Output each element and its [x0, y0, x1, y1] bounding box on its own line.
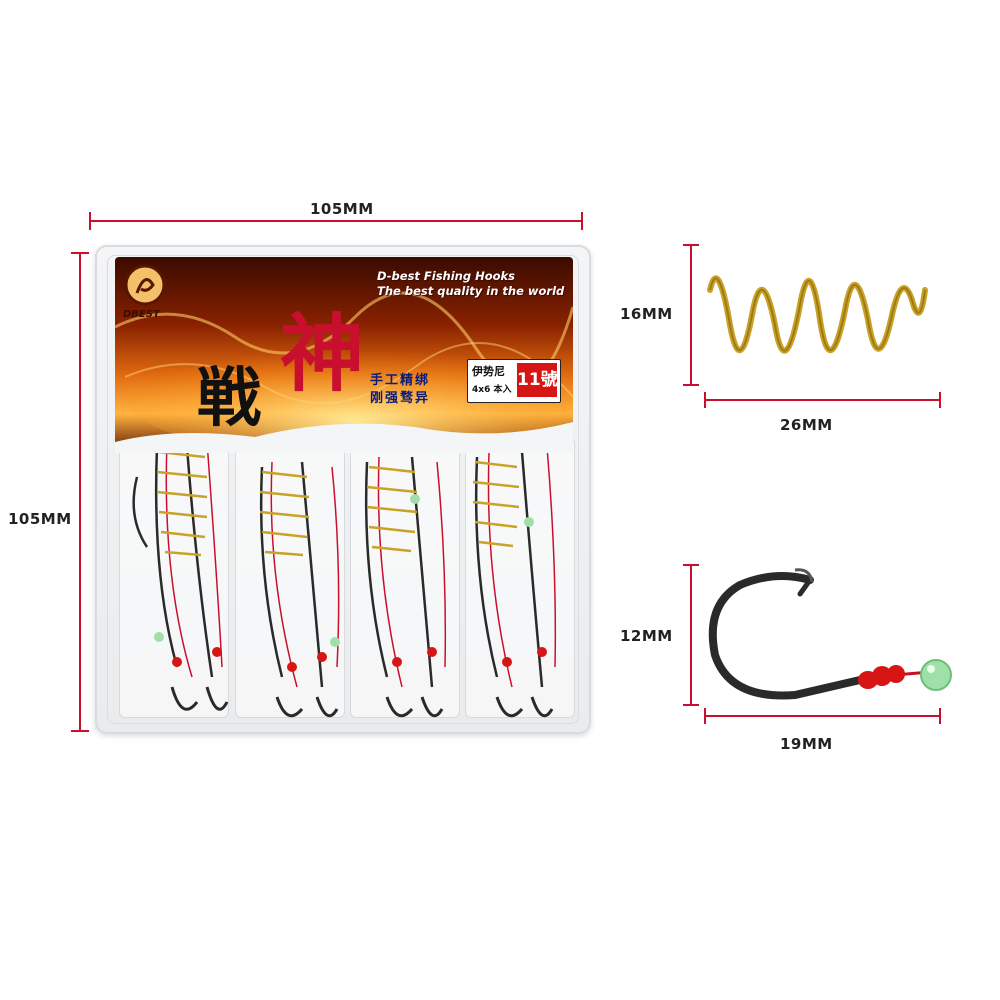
hook-width-tick-right [939, 708, 941, 724]
spring-height-tick-bottom [683, 384, 699, 386]
bait-spring-image [707, 275, 928, 354]
hook-group-2 [259, 461, 340, 718]
box-height-line [79, 253, 81, 731]
spring-width-label: 26MM [780, 416, 833, 434]
tagline-line-2: The best quality in the world [377, 284, 565, 298]
spring-height-label: 16MM [620, 305, 673, 323]
hook-size-badge: 11號 [517, 363, 557, 397]
box-height-label: 105MM [8, 510, 72, 528]
hook-width-tick-left [704, 708, 706, 724]
spring-width-tick-left [704, 392, 706, 408]
hook-height-line [690, 565, 692, 705]
calligraphy-char-1: 戦 [197, 361, 261, 436]
single-hook-image [708, 568, 952, 700]
spring-height-line [690, 245, 692, 385]
hook-width-label: 19MM [780, 735, 833, 753]
hook-height-label: 12MM [620, 627, 673, 645]
spring-width-tick-right [939, 392, 941, 408]
box-width-tick-left [89, 212, 91, 230]
hook-height-tick-top [683, 564, 699, 566]
box-width-label: 105MM [310, 200, 374, 218]
hook-type: 伊势尼 [472, 365, 505, 378]
packaged-hooks-illustration [132, 441, 557, 718]
box-width-line [90, 220, 582, 222]
slogan-line-1: 手工精绑 [370, 373, 431, 388]
hook-group-4 [472, 446, 557, 718]
brand-name: DBEST [123, 309, 160, 320]
hook-width-line [705, 715, 940, 717]
spec-label: 伊势尼 4x6 本入 11號 [467, 359, 561, 403]
box-lid-rim [107, 255, 579, 724]
spring-width-line [705, 399, 940, 401]
spring-height-tick-top [683, 244, 699, 246]
slogan-line-2: 刚强骛异 [370, 391, 431, 406]
box-height-tick-bottom [71, 730, 89, 732]
fire-dragon-artwork [115, 257, 573, 453]
compartment-3 [350, 437, 460, 718]
box-height-tick-top [71, 252, 89, 254]
package-banner: DBEST D-best Fishing Hooks The best qual… [115, 257, 573, 453]
hook-group-1 [132, 441, 229, 711]
hook-package-box: DBEST D-best Fishing Hooks The best qual… [95, 245, 591, 734]
hook-count: 4x6 本入 [472, 385, 512, 395]
tagline-line-1: D-best Fishing Hooks [377, 269, 516, 283]
box-width-tick-right [581, 212, 583, 230]
dbest-logo [124, 264, 166, 306]
hook-height-tick-bottom [683, 704, 699, 706]
calligraphy-char-2: 神 [280, 304, 365, 403]
hook-group-3 [364, 456, 447, 718]
